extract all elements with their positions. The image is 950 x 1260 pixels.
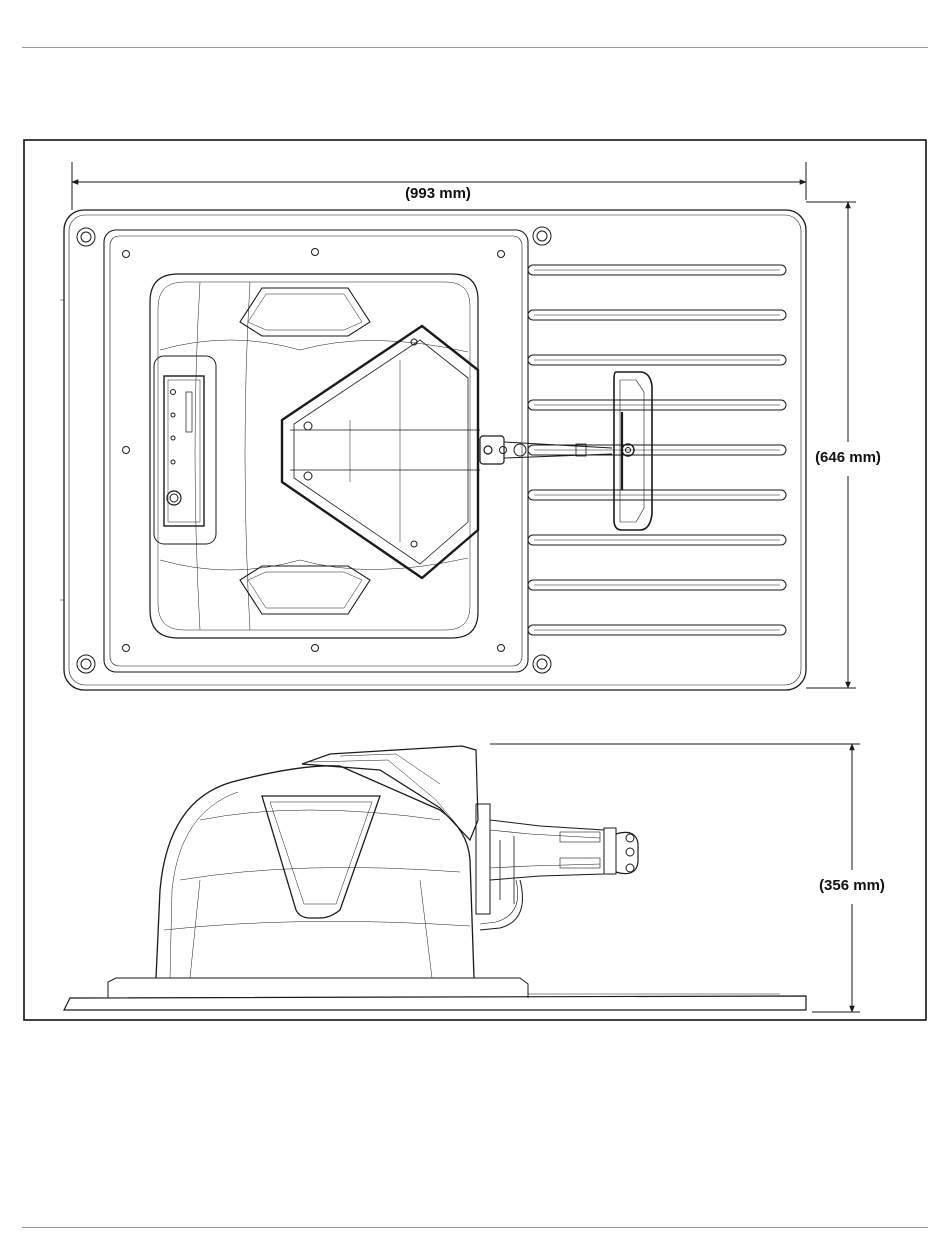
seat-platform — [104, 230, 528, 672]
seat-body — [156, 766, 474, 978]
seat-frame — [282, 326, 478, 578]
depth-dimension — [806, 202, 856, 688]
front-pad — [240, 288, 370, 336]
side-base-plate — [64, 996, 806, 1010]
height-dimension-label: (356 mm) — [819, 877, 885, 894]
rear-pad — [240, 566, 370, 614]
height-dimension — [490, 744, 860, 1012]
side-view — [64, 746, 806, 1010]
side-joystick — [616, 832, 638, 873]
platform-screws — [123, 249, 507, 652]
seat-bowl — [150, 274, 478, 638]
top-cover — [302, 746, 478, 840]
side-pad — [262, 796, 380, 918]
width-dimension-label: (993 mm) — [405, 185, 471, 202]
depth-dimension-label: (646 mm) — [815, 449, 881, 466]
foot-grip-slots — [528, 265, 786, 635]
drawing-frame — [24, 140, 926, 1020]
top-view — [60, 210, 806, 690]
